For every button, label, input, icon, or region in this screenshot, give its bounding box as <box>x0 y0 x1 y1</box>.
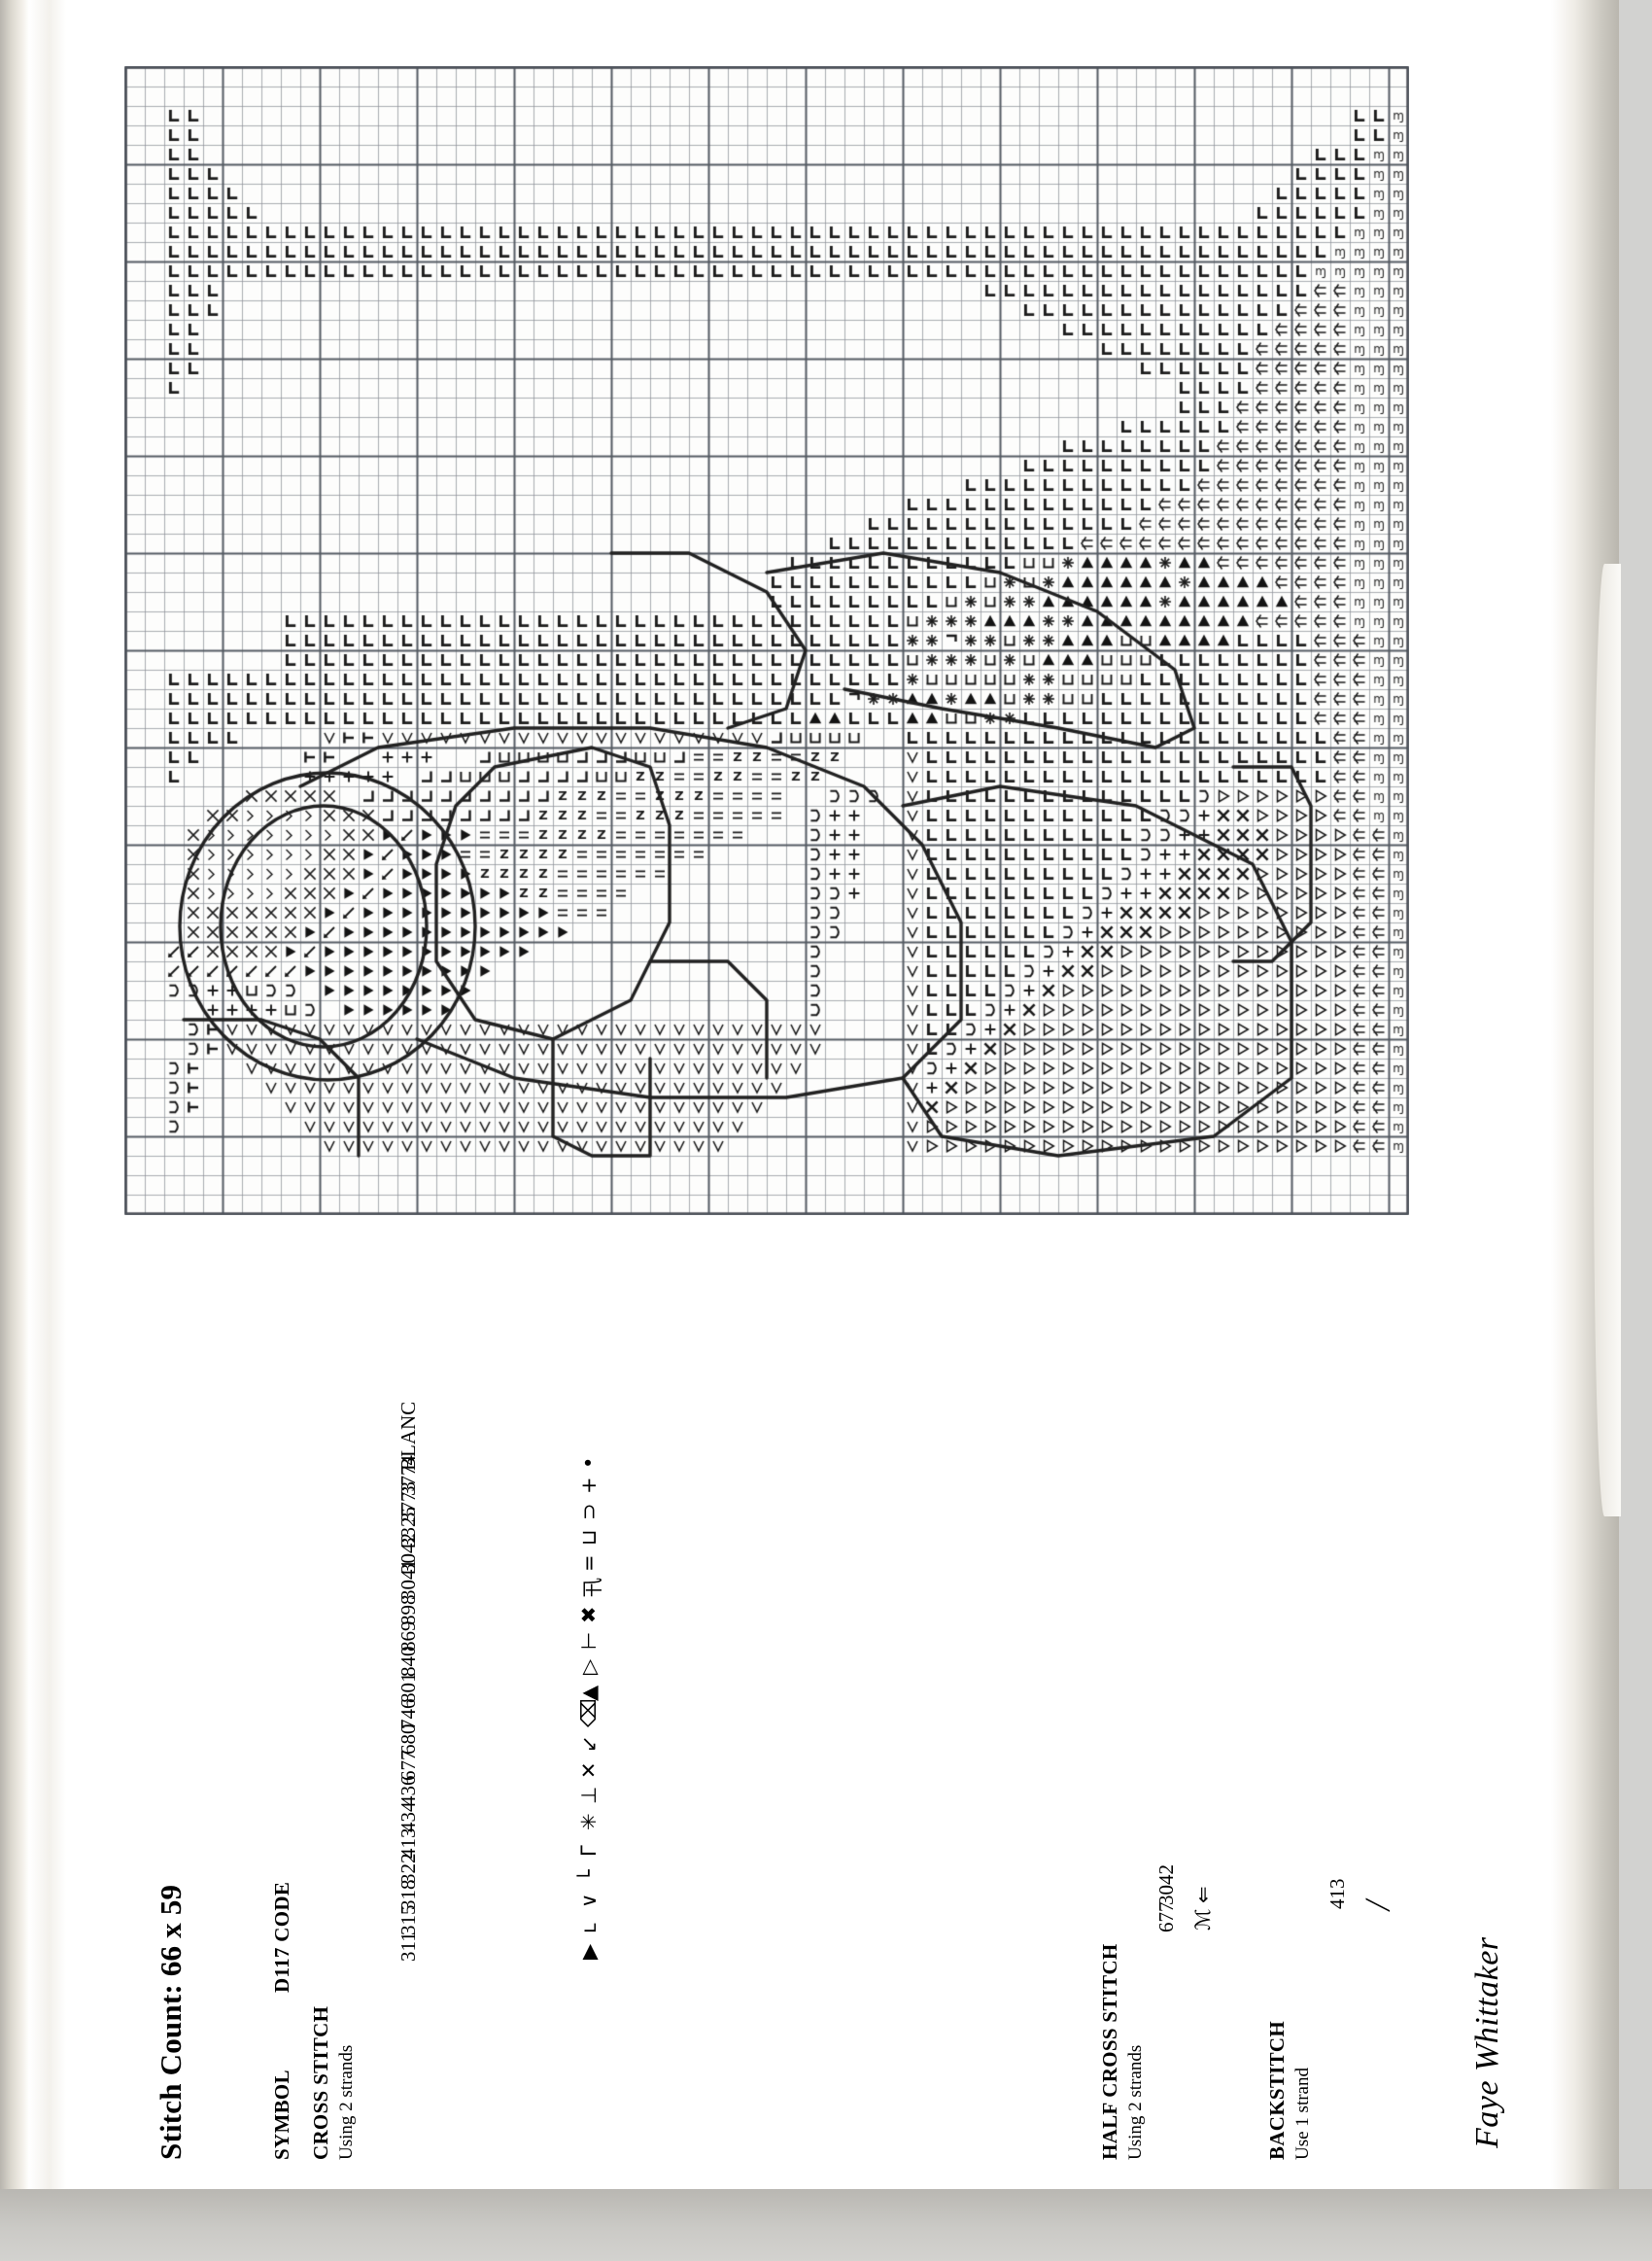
legend-symbol-corner-down-right: Г <box>577 1843 601 1857</box>
legend-symbol-asterisk-eight-spoked: ✳ <box>577 1813 601 1830</box>
designer-signature: Faye Whittaker <box>1469 1936 1505 2148</box>
legend-code-869: 869 <box>396 1620 420 1652</box>
section-title-backstitch: BACKSTITCH <box>1265 2020 1289 2160</box>
legend-symbol-filled-up-triangle: ▲ <box>577 1685 601 1701</box>
legend-symbol-letter-z: 卂 <box>581 1577 604 1598</box>
legend-symbol-chevron-down: ∨ <box>577 1893 601 1908</box>
legend-code-434: 434 <box>396 1801 420 1833</box>
legend-symbol-small-capital-l: ʟ <box>577 1923 601 1934</box>
legend-symbol-equals-sign: = <box>577 1554 601 1572</box>
stitch-count-label: Stitch Count: 66 x 59 <box>154 1884 188 2160</box>
legend-symbol-superset-of: ⊃ <box>577 1503 601 1520</box>
legend-symbol-header: SYMBOL <box>270 2070 293 2160</box>
section-subtitle-backstitch: Use 1 strand <box>1292 2068 1313 2160</box>
legend-code-677: 677 <box>1154 1901 1178 1933</box>
legend-code-677: 677 <box>396 1750 420 1781</box>
binding-gutter-shadow <box>0 0 29 2261</box>
legend-symbol-right-tack: ⊢ <box>577 1631 601 1650</box>
legend-symbol-diagonal-tick: ⌫ <box>577 1697 601 1727</box>
legend-symbol-diagonal-line: ╱ <box>1366 1898 1390 1911</box>
legend-symbol-outline-right-triangle: ▷ <box>577 1659 601 1676</box>
legend-symbol-perpendicular-double-bar: ⊥ <box>577 1787 601 1805</box>
legend-symbol-arrow-down-left-filled: ↙ <box>577 1735 601 1754</box>
section-title-cross-stitch: CROSS STITCH <box>309 2005 332 2160</box>
legend-symbol-script-m: ℳ <box>1191 1908 1215 1931</box>
binding-gutter-highlight <box>29 0 66 2197</box>
legend-code-413: 413 <box>1325 1878 1349 1910</box>
legend-symbol-square-cup: ⊔ <box>577 1530 601 1547</box>
cross-stitch-chart <box>124 66 1409 1215</box>
chart-grid-canvas <box>124 66 1409 1215</box>
legend-symbol-double-left-arrow: ⇐ <box>1191 1886 1215 1903</box>
legend-symbol-heavy-multiplication-x: ✖ <box>577 1606 601 1624</box>
page-bottom-shadow <box>0 2189 1652 2261</box>
legend-symbol-bullet-dot: • <box>577 1456 601 1469</box>
legend-code-header: D117 CODE <box>270 1881 293 1993</box>
legend-code-BLANC: BLANC <box>396 1401 420 1471</box>
page-curl-highlight <box>1594 564 1621 1516</box>
legend-code-3042: 3042 <box>1154 1864 1178 1905</box>
legend-symbol-corner-up-right: └ <box>577 1869 601 1883</box>
pattern-key-legend: Stitch Count: 66 x 59 SYMBOL D117 CODE C… <box>117 1401 1516 2197</box>
legend-symbol-plus-sign: + <box>577 1477 601 1495</box>
legend-code-801: 801 <box>396 1672 420 1704</box>
legend-symbol-filled-right-triangle: ▶ <box>577 1943 601 1960</box>
section-title-half-cross-stitch: HALF CROSS STITCH <box>1098 1943 1121 2160</box>
section-subtitle-half-cross-stitch: Using 2 strands <box>1125 2044 1146 2160</box>
legend-symbol-multiplication-x: ✕ <box>577 1761 601 1779</box>
legend-code-318: 318 <box>396 1879 420 1910</box>
legend-code-311: 311 <box>396 1931 420 1962</box>
section-subtitle-cross-stitch: Using 2 strands <box>336 2044 357 2160</box>
